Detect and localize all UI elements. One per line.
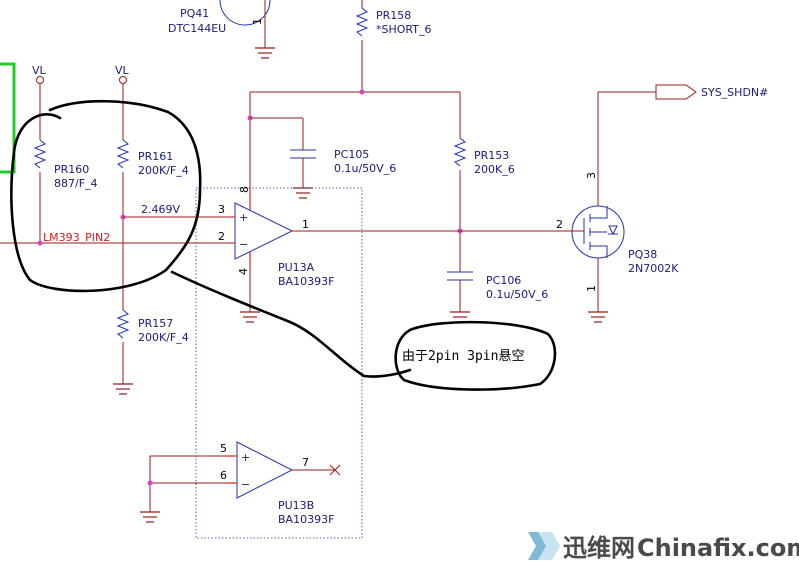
pr160-ref: PR160 — [54, 163, 89, 176]
pu13a-value: BA10393F — [278, 275, 334, 288]
pr153-resistor — [453, 137, 467, 167]
watermark-brand-cn: 迅维网 — [563, 534, 635, 562]
vl-right-label: VL — [115, 64, 130, 77]
no-connect-icon — [329, 464, 341, 476]
junction-dot — [359, 89, 365, 95]
pu13a-pin-3: 3 — [218, 203, 225, 216]
pq41-value: DTC144EU — [168, 22, 226, 35]
pu13b-plus: + — [241, 451, 250, 464]
pr160-value: 887/F_4 — [54, 177, 98, 190]
pu13b-pin-5: 5 — [220, 442, 227, 455]
chinafix-logo — [528, 532, 560, 560]
pc106-ref: PC106 — [486, 274, 521, 287]
pr158-ref: PR158 — [376, 9, 411, 22]
ground-icon — [588, 311, 608, 323]
pq41-pin-1: 1 — [251, 18, 264, 25]
pu13-package-outline — [195, 187, 363, 539]
pu13a-ref: PU13A — [278, 261, 315, 274]
pc105-ref: PC105 — [334, 148, 369, 161]
sys-shdn-net-label: SYS_SHDN# — [701, 86, 768, 99]
pq41-ref: PQ41 — [180, 7, 209, 20]
ground-icon — [255, 47, 275, 59]
pr158-resistor — [355, 7, 369, 37]
voltage-probe: 2.469V — [141, 203, 180, 216]
hand-drawn-callout-bubble — [394, 320, 557, 391]
annotation-text: 由于2pin 3pin悬空 — [402, 349, 524, 364]
pu13b-pin-6: 6 — [220, 469, 227, 482]
lm393-pin2-net-label: LM393_PIN2 — [43, 231, 110, 244]
ground-icon — [450, 311, 470, 323]
pq38-value: 2N7002K — [628, 262, 679, 275]
pr153-ref: PR153 — [474, 149, 509, 162]
junction-dot — [147, 480, 153, 486]
pu13a-pin-4: 4 — [237, 268, 250, 275]
pu13b-pin-7: 7 — [302, 456, 309, 469]
hand-drawn-pointer-line — [170, 270, 412, 378]
pr161-ref: PR161 — [138, 150, 173, 163]
pu13b-minus: − — [241, 478, 250, 491]
pu13a-minus: − — [239, 238, 248, 251]
watermark-brand-en: Chinafix.com — [637, 534, 799, 562]
pu13a-pin-8: 8 — [238, 186, 251, 193]
pr160-resistor — [33, 139, 47, 169]
pq38-pin-1: 1 — [585, 285, 598, 292]
pr161-value: 200K/F_4 — [138, 164, 189, 177]
pu13b-ref: PU13B — [278, 499, 314, 512]
ground-icon — [113, 383, 133, 395]
junction-dot — [37, 240, 43, 246]
pq38-body-diode-icon — [608, 225, 618, 236]
sys-shdn-offpage-connector — [655, 84, 697, 100]
pq41-transistor-symbol — [219, 0, 271, 26]
pu13a-comparator-symbol — [234, 202, 294, 260]
pu13b-comparator-symbol — [236, 441, 294, 499]
pr157-value: 200K/F_4 — [138, 331, 189, 344]
vl-power-symbol — [119, 76, 127, 84]
vl-left-label: VL — [32, 64, 47, 77]
pr158-value: *SHORT_6 — [376, 23, 431, 36]
hand-drawn-circle — [10, 99, 202, 293]
vl-power-symbol — [36, 76, 44, 84]
pq38-pin-3: 3 — [585, 172, 598, 179]
pr157-resistor — [116, 309, 130, 339]
pc105-value: 0.1u/50V_6 — [334, 162, 396, 175]
pu13a-plus: + — [239, 211, 248, 224]
pu13a-pin-1: 1 — [302, 218, 309, 231]
pq38-ref: PQ38 — [628, 248, 657, 261]
pu13b-value: BA10393F — [278, 513, 334, 526]
ground-icon — [240, 311, 260, 323]
pq38-pin-2: 2 — [556, 218, 563, 231]
ground-icon — [140, 511, 160, 523]
pr153-value: 200K_6 — [474, 163, 515, 176]
pc106-value: 0.1u/50V_6 — [486, 288, 548, 301]
ground-icon — [293, 187, 313, 199]
pu13a-pin-2: 2 — [218, 230, 225, 243]
pr161-resistor — [116, 139, 130, 169]
green-highlight-box — [0, 62, 16, 174]
pr157-ref: PR157 — [138, 317, 173, 330]
